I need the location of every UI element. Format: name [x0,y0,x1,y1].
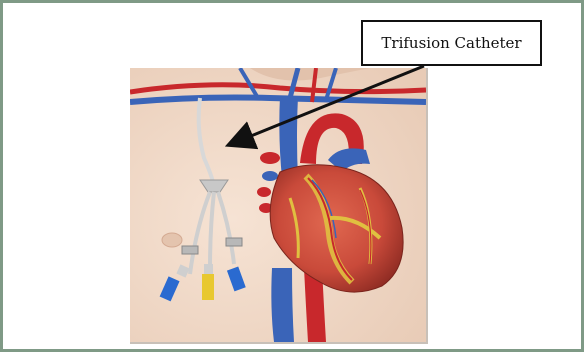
callout-arrow-line [236,66,424,142]
callout-label: Trifusion Catheter [381,34,521,52]
callout-box: Trifusion Catheter [361,20,542,66]
